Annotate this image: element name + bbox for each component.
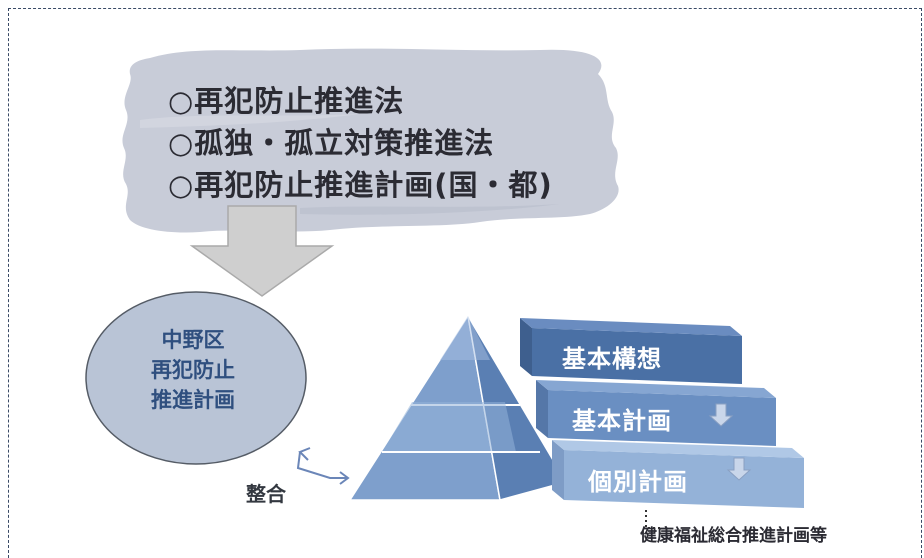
laws-cloud-shape: [122, 48, 619, 233]
footnote-connector: [645, 510, 662, 529]
cloud-streak: [140, 114, 360, 128]
related-plan-note: 健康福祉総合推進計画等: [640, 526, 827, 546]
law-item: ○再犯防止推進法: [168, 84, 405, 118]
tier-down-arrow-icon: [708, 403, 734, 427]
tier-label-basic-concept: 基本構想: [562, 345, 662, 373]
tier-down-arrow-icon: [726, 457, 752, 481]
law-item: ○孤独・孤立対策推進法: [168, 126, 495, 160]
dashed-frame: [8, 8, 922, 558]
local-plan-line: 中野区: [161, 328, 225, 352]
tier-box-1: [520, 318, 742, 384]
local-plan-circle: [85, 291, 307, 465]
local-plan-title: 中野区 再犯防止 推進計画: [118, 325, 268, 415]
down-arrow-icon: [189, 205, 335, 297]
local-plan-line: 再犯防止: [151, 358, 235, 382]
local-plan-line: 推進計画: [151, 388, 235, 412]
alignment-arrow-icon: [296, 447, 350, 485]
law-item: ○再犯防止推進計画(国・都): [168, 168, 553, 202]
tier-label-individual-plans: 個別計画: [588, 468, 688, 496]
pyramid: [348, 313, 568, 501]
cloud-streak: [300, 204, 560, 215]
alignment-label: 整合: [246, 482, 286, 506]
tier-label-basic-plan: 基本計画: [572, 407, 672, 435]
laws-list: ○再犯防止推進法 ○孤独・孤立対策推進法 ○再犯防止推進計画(国・都): [168, 80, 553, 206]
